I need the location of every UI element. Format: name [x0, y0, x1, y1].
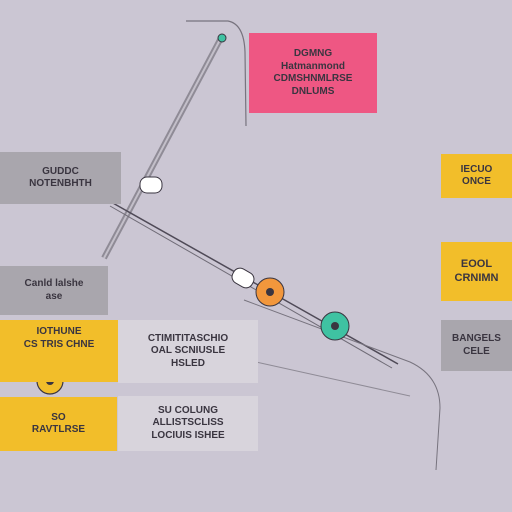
label-line: CELE: [463, 345, 490, 357]
label-line: BANGELS: [452, 333, 501, 344]
orange-node-core: [266, 288, 274, 296]
label-box-right-1: IECUO ONCE: [441, 154, 512, 198]
label-line: CTIMITITASCHIO: [147, 332, 229, 344]
label-box-left-1: GUDDC NOTENBHTH: [0, 152, 121, 204]
label-box-left-2: Canld lalshe ase: [0, 266, 108, 315]
label-box-left-3: IOTHUNE CS TRIS CHNE: [0, 320, 118, 382]
label-line: DGMNG: [293, 48, 333, 59]
upper-handle: [139, 176, 163, 194]
top-connector: [186, 20, 247, 127]
label-line: IECUO: [460, 163, 493, 175]
label-box-center-1: CTIMITITASCHIO OAL SCNIUSLE HSLED: [118, 320, 258, 383]
label-line: ase: [45, 290, 63, 302]
label-line: SU COLUNG: [158, 404, 218, 416]
label-line: SO: [51, 411, 66, 423]
label-line: LOCIUIS ISHEE: [151, 429, 225, 441]
label-line: ONCE: [462, 176, 491, 187]
label-line: GUDDC: [42, 165, 79, 177]
label-line: CRNIMN: [454, 271, 499, 284]
top-node: [217, 33, 227, 43]
label-line: EOOL: [460, 257, 493, 270]
label-box-right-2: EOOL CRNIMN: [441, 242, 512, 301]
label-line: CDMSHNMLRSE: [273, 73, 353, 84]
label-line: Canld lalshe: [24, 278, 84, 289]
main-diagonal-2: [109, 205, 393, 369]
label-line: DNLUMS: [291, 85, 335, 97]
teal-node-core: [331, 322, 339, 330]
middle-handle: [231, 267, 255, 289]
label-box-center-2: SU COLUNG ALLISTSCLISS LOCIUIS ISHEE: [118, 396, 258, 451]
label-line: ALLISTSCLISS: [152, 417, 224, 429]
label-line: NOTENBHTH: [29, 178, 92, 189]
main-pole-highlight: [103, 35, 223, 259]
label-line: Hatmanmond: [281, 60, 345, 72]
label-line: RAVTLRSE: [31, 424, 86, 435]
label-box-right-3: BANGELS CELE: [441, 320, 512, 371]
label-line: CS TRIS CHNE: [23, 338, 95, 350]
label-line: IOTHUNE: [36, 326, 82, 337]
label-line: OAL SCNIUSLE: [150, 345, 226, 357]
bottom-right-connector: [243, 299, 441, 471]
center-connector: [255, 361, 411, 397]
label-box-top-right: DGMNG Hatmanmond CDMSHNMLRSE DNLUMS: [249, 33, 377, 113]
label-box-left-4: SO RAVTLRSE: [0, 397, 117, 451]
label-line: HSLED: [171, 357, 205, 369]
